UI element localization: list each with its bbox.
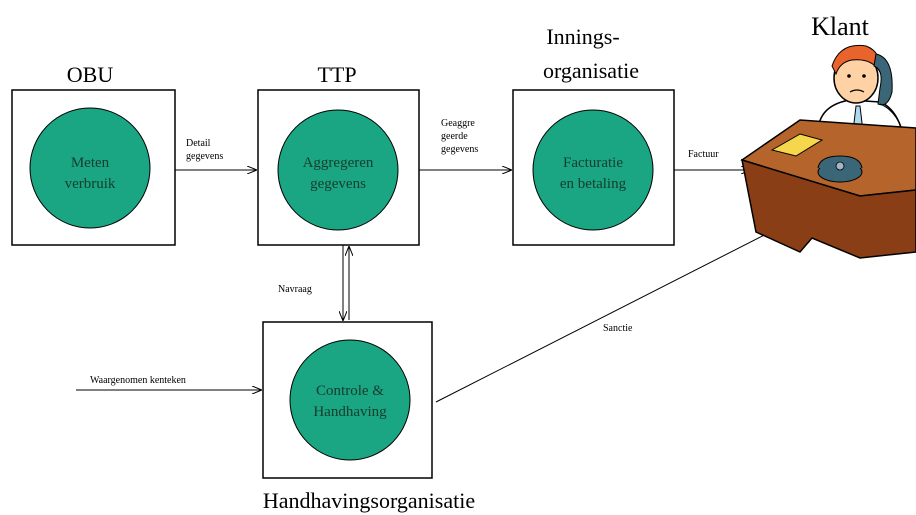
arrow-sanctie [435, 224, 786, 403]
handhaving-title: Handhavingsorganisatie [263, 488, 475, 513]
handhaving-circle-line1: Controle & [316, 383, 384, 399]
label-detail-line2: gegevens [186, 151, 223, 162]
ttp-circle-line1: Aggregeren [303, 155, 374, 171]
ttp-circle-line2: gegevens [310, 176, 366, 192]
obu-box: Meten verbruik [11, 89, 176, 246]
label-navraag: Navraag [278, 284, 312, 295]
label-sanctie: Sanctie [603, 323, 633, 334]
obu-circle-line1: Meten [71, 155, 110, 171]
ttp-title: TTP [317, 62, 356, 87]
innings-circle-line2: en betaling [560, 176, 627, 192]
innings-title-line2: organisatie [543, 58, 639, 83]
label-geaggregeerd-line1: Geaggre [441, 118, 475, 129]
label-detail-line1: Detail [186, 138, 211, 149]
label-geaggregeerd-line2: geerde [441, 131, 468, 142]
innings-box: Facturatie en betaling [512, 89, 675, 246]
klant-title: Klant [811, 12, 870, 41]
obu-circle-line2: verbruik [65, 176, 116, 192]
innings-circle-line1: Facturatie [563, 155, 623, 171]
label-kenteken: Waargenomen kenteken [90, 375, 186, 386]
handhaving-box: Controle & Handhaving [262, 321, 433, 479]
innings-title-line1: Innings- [546, 24, 619, 49]
ttp-box: Aggregeren gegevens [257, 89, 420, 246]
label-factuur: Factuur [688, 149, 719, 160]
handhaving-circle-line2: Handhaving [313, 404, 387, 420]
obu-title: OBU [67, 62, 114, 87]
person-on-phone-at-desk-icon [740, 44, 916, 259]
label-geaggregeerd-line3: gegevens [441, 144, 478, 155]
